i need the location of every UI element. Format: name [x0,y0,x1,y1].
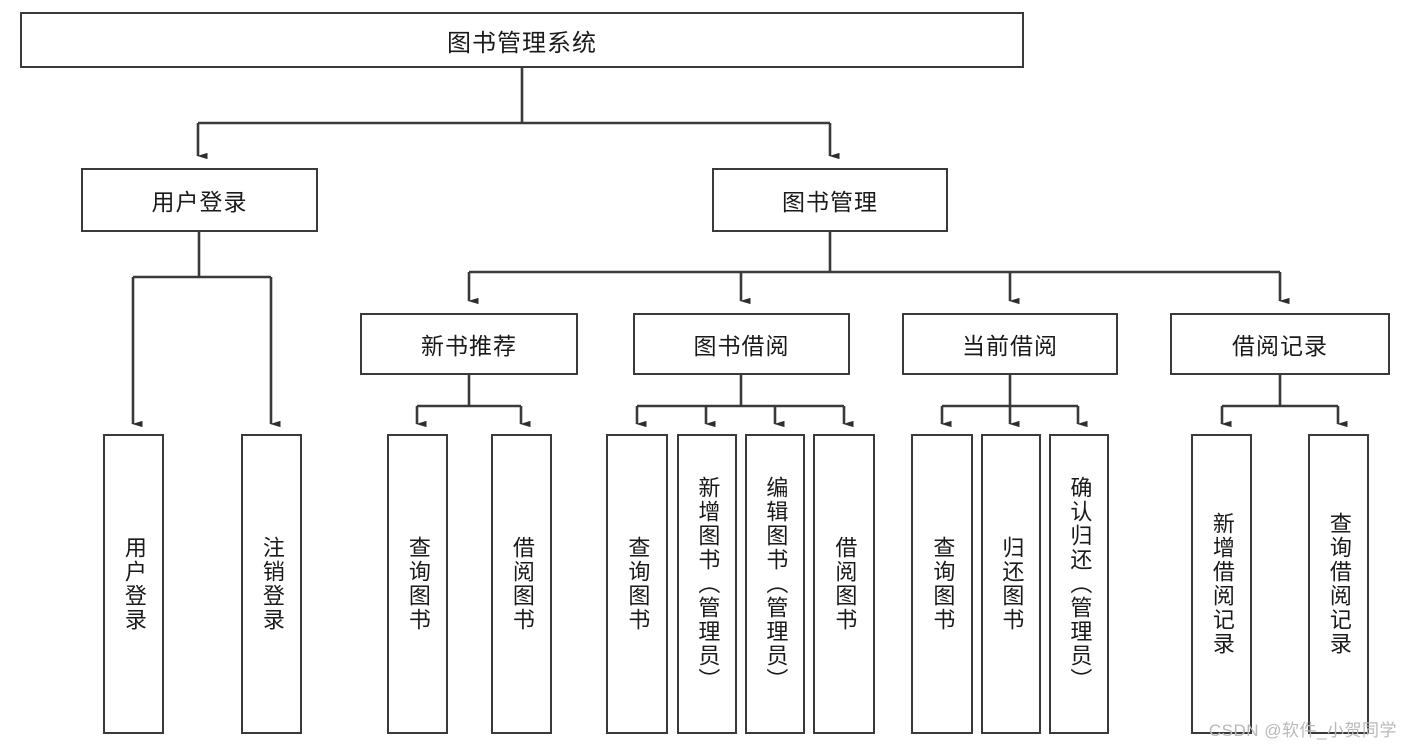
leaf-label: 借阅图书 [509,536,535,632]
node-book-borrow[interactable]: 图书借阅 [633,313,850,375]
node-root-system[interactable]: 图书管理系统 [20,12,1024,68]
leaf-label: 查询图书 [405,536,431,632]
leaf-current-confirm-return-admin[interactable]: 确认归还（管理员） [1049,434,1109,734]
leaf-current-query-book[interactable]: 查询图书 [911,434,973,734]
leaf-record-add-record[interactable]: 新增借阅记录 [1191,434,1252,734]
leaf-current-return-book[interactable]: 归还图书 [981,434,1041,734]
leaf-label: 借阅图书 [832,536,858,632]
leaf-label: 查询图书 [625,536,651,632]
leaf-label: 查询借阅记录 [1326,512,1352,656]
leaf-borrow-query-book[interactable]: 查询图书 [606,434,668,734]
leaf-recommend-borrow-book[interactable]: 借阅图书 [491,434,552,734]
leaf-label: 新增借阅记录 [1209,512,1235,656]
node-current-borrow[interactable]: 当前借阅 [902,313,1118,375]
leaf-label: 归还图书 [999,536,1025,632]
watermark-text: CSDN @软件_小贺同学 [1208,721,1397,740]
leaf-label: 查询图书 [930,536,956,632]
leaf-user-login-signout[interactable]: 注销登录 [241,434,302,734]
leaf-borrow-borrow-book[interactable]: 借阅图书 [813,434,875,734]
node-borrow-record[interactable]: 借阅记录 [1170,313,1390,375]
leaf-label: 编辑图书（管理员） [763,476,789,692]
leaf-recommend-query-book[interactable]: 查询图书 [387,434,448,734]
leaf-borrow-add-book-admin[interactable]: 新增图书（管理员） [677,434,737,734]
leaf-label: 用户登录 [121,536,147,632]
node-user-login[interactable]: 用户登录 [81,168,318,232]
leaf-user-login-signin[interactable]: 用户登录 [103,434,164,734]
leaf-label: 确认归还（管理员） [1067,476,1093,692]
leaf-label: 注销登录 [259,536,285,632]
leaf-borrow-edit-book-admin[interactable]: 编辑图书（管理员） [745,434,805,734]
node-book-management[interactable]: 图书管理 [712,168,948,232]
leaf-record-query-record[interactable]: 查询借阅记录 [1308,434,1369,734]
node-new-book-recommend[interactable]: 新书推荐 [360,313,578,375]
leaf-label: 新增图书（管理员） [695,476,721,692]
